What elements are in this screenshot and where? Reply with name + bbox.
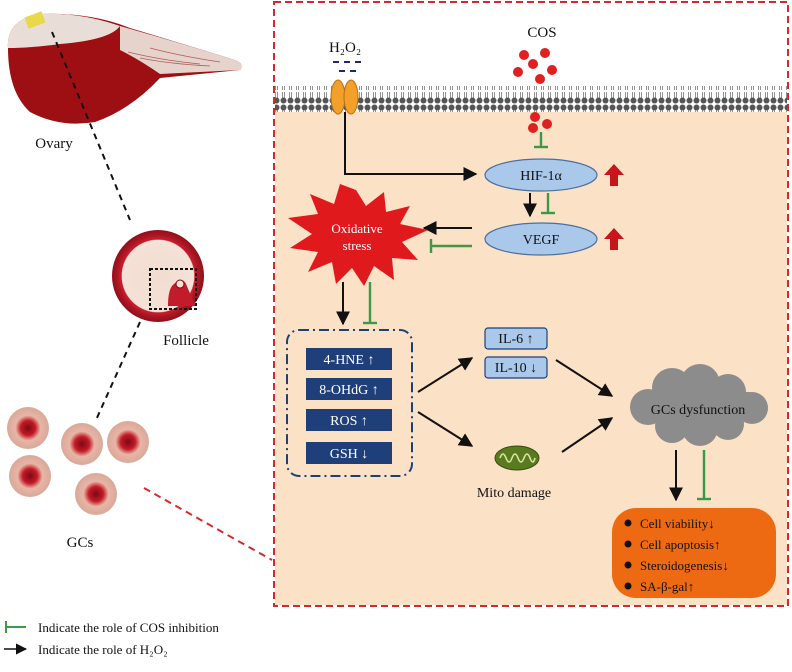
- vegf-node: [484, 222, 598, 256]
- follicle-to-gcs-connector: [95, 321, 141, 421]
- outcomes-box: [612, 508, 776, 598]
- outcome-item: Cell viability↓: [640, 516, 715, 531]
- markers-list: 4-HNE ↑ 8-OHdG ↑ ROS ↑ GSH ↓: [306, 348, 392, 464]
- outcomes-list: Cell viability↓ Cell apoptosis↑ Steroido…: [624, 516, 729, 594]
- bullet-dot-icon: [624, 540, 632, 548]
- legend-h2o2: Indicate the role of H₂O₂: [4, 642, 168, 657]
- hif-node: [484, 158, 598, 192]
- h2o2-channel: [330, 79, 359, 115]
- cytokine-box: [484, 327, 548, 350]
- marker-label: ROS ↑: [330, 414, 368, 429]
- granulosa-cells-illustration: [7, 407, 149, 515]
- cos-inhibits-outcomes: [697, 450, 711, 501]
- vegf-up-icon: [604, 228, 624, 250]
- mito-to-dysfunction-arrow: [561, 417, 614, 453]
- marker-box: [306, 409, 392, 431]
- markers-to-cytokines-arrow: [417, 357, 474, 393]
- outcome-item: SA-β-gal↑: [640, 579, 694, 594]
- vegf-label: VEGF: [523, 233, 560, 248]
- cytokines-to-dysfunction-arrow: [555, 359, 614, 397]
- h2o2-label: H₂O₂: [329, 40, 361, 56]
- gcs-dysfunction-cloud: [630, 364, 768, 446]
- oxidative-label-line2: stress: [343, 238, 372, 253]
- follicle-label: Follicle: [163, 333, 209, 349]
- outcome-item: Steroidogenesis↓: [640, 558, 729, 573]
- cos-inhibits-oxidative: [429, 239, 472, 253]
- gcs-label: GCs: [67, 535, 94, 551]
- marker-box: [306, 378, 392, 400]
- cytokine-label: IL-6 ↑: [498, 332, 533, 347]
- ovary-illustration: [7, 11, 242, 124]
- outcome-item: Cell apoptosis↑: [640, 537, 721, 552]
- markers-group-frame: [286, 329, 413, 477]
- bullet-dot-icon: [624, 519, 632, 527]
- marker-label: 8-OHdG ↑: [319, 383, 379, 398]
- bullet-dot-icon: [624, 582, 632, 590]
- marker-box: [306, 348, 392, 370]
- cos-inhibits-hif: [534, 132, 548, 149]
- ovary-to-follicle-connector: [51, 31, 131, 221]
- cos-inhibits-markers: [363, 282, 377, 325]
- marker-label: 4-HNE ↑: [324, 353, 375, 368]
- marker-label: GSH ↓: [330, 447, 369, 462]
- cos-label: COS: [527, 25, 556, 41]
- gcs-to-panel-connector: [143, 487, 273, 561]
- cytokines-list: IL-6 ↑ IL-10 ↓: [484, 327, 548, 379]
- follicle-illustration: [112, 230, 204, 322]
- cos-inhibits-vegf: [541, 193, 555, 215]
- cytokine-label: IL-10 ↓: [495, 361, 537, 376]
- oxidative-label-line1: Oxidative: [331, 221, 382, 236]
- oxidative-stress-burst: [288, 184, 428, 286]
- cell-membrane: [275, 86, 787, 112]
- legend-h2o2-label: Indicate the role of H₂O₂: [38, 642, 168, 657]
- cytokine-box: [484, 356, 548, 379]
- cos-particles: [513, 48, 557, 133]
- legend-inhibition: Indicate the role of COS inhibition: [5, 620, 219, 635]
- hif-up-icon: [604, 164, 624, 186]
- legend-inhibition-label: Indicate the role of COS inhibition: [38, 620, 219, 635]
- marker-box: [306, 442, 392, 464]
- bullet-dot-icon: [624, 561, 632, 569]
- ovary-label: Ovary: [35, 136, 73, 152]
- markers-to-mito-arrow: [417, 411, 474, 447]
- hif-label: HIF-1α: [520, 169, 562, 184]
- mitochondrion-icon: [494, 445, 540, 471]
- mito-label: Mito damage: [477, 486, 551, 501]
- dysfunction-label: GCs dysfunction: [651, 403, 746, 418]
- h2o2-to-hif-arrow: [344, 112, 478, 181]
- h2o2-molecules: [333, 61, 361, 72]
